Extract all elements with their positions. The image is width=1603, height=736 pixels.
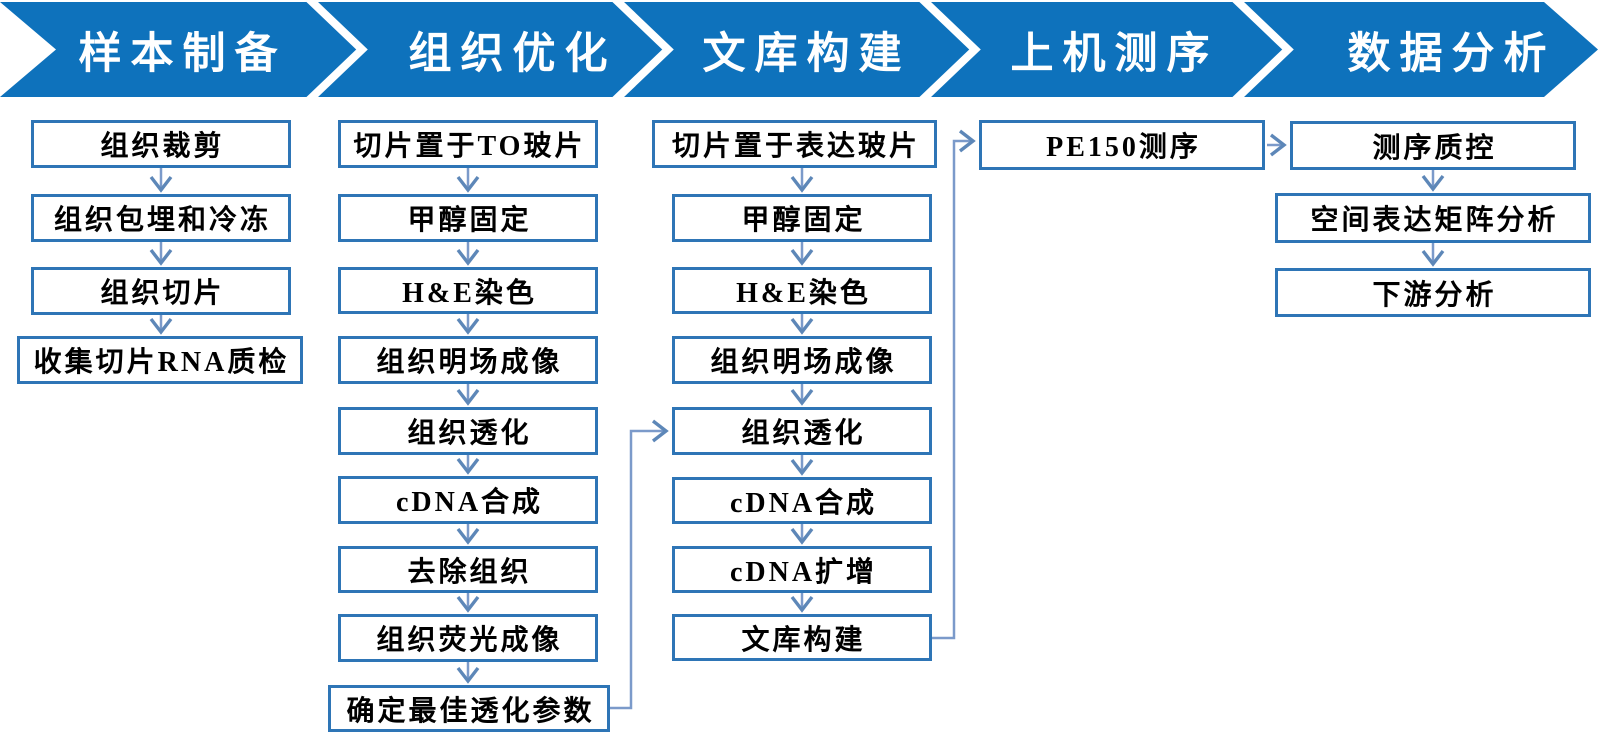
flow-step-box: PE150测序 [979, 120, 1265, 170]
banner-chevron-separator [610, 0, 674, 102]
flow-step-box: 收集切片RNA质检 [17, 336, 303, 384]
stage-banner [0, 0, 1598, 102]
flow-step-box: 切片置于TO玻片 [338, 120, 598, 168]
flow-step-box: cDNA合成 [672, 477, 932, 524]
flow-step-box: 组织切片 [31, 267, 291, 315]
flow-step-box: 下游分析 [1275, 268, 1591, 317]
flow-step-box: 甲醇固定 [672, 194, 932, 242]
banner-arrow-band [0, 2, 1598, 97]
stage-title-tissue-optimize: 组织优化 [408, 30, 617, 78]
stage-title-sample-prep: 样本制备 [78, 30, 287, 78]
flow-step-box: H&E染色 [672, 267, 932, 314]
flow-step-box: 组织荧光成像 [338, 614, 598, 662]
flow-step-box: 去除组织 [338, 546, 598, 593]
flow-step-box: 确定最佳透化参数 [328, 685, 610, 732]
flow-step-box: H&E染色 [338, 267, 598, 314]
stage-title-library-build: 文库构建 [702, 30, 911, 78]
flow-step-box: 组织透化 [672, 407, 932, 455]
banner-chevron-separator [304, 0, 368, 102]
stage-title-data-analysis: 数据分析 [1347, 30, 1556, 78]
flow-step-box: 测序质控 [1290, 121, 1576, 170]
flow-step-box: 组织透化 [338, 407, 598, 455]
banner-chevron-separator [917, 0, 981, 102]
flow-step-box: 组织包埋和冷冻 [31, 194, 291, 242]
elbow-connector-optimize-to-library [610, 419, 669, 710]
flow-step-box: 文库构建 [672, 614, 932, 661]
flow-step-box: 切片置于表达玻片 [652, 120, 937, 168]
flow-step-box: cDNA合成 [338, 476, 598, 524]
banner-chevron-separator [1230, 0, 1294, 102]
elbow-connector-library-to-sequencing [932, 129, 976, 640]
flow-step-box: 甲醇固定 [338, 194, 598, 242]
stage-title-sequencing: 上机测序 [1010, 30, 1219, 78]
flow-step-box: 组织明场成像 [672, 336, 932, 384]
flow-step-box: cDNA扩增 [672, 546, 932, 593]
flow-step-box: 组织裁剪 [31, 120, 291, 168]
flow-step-box: 组织明场成像 [338, 336, 598, 384]
flow-step-box: 空间表达矩阵分析 [1275, 193, 1591, 243]
